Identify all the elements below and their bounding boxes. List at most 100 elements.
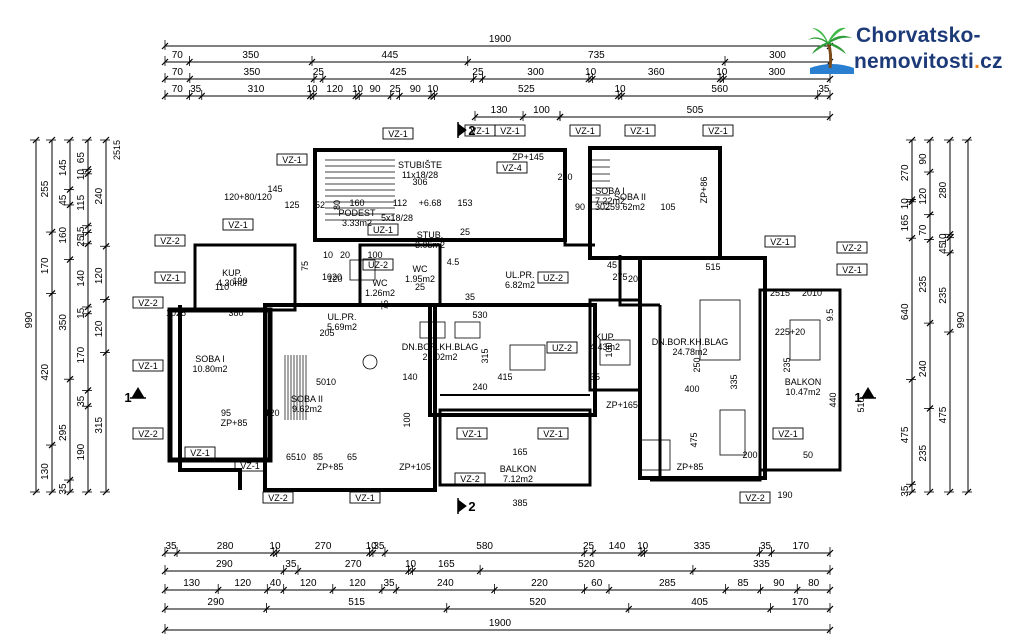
dimension-label: 510 xyxy=(856,397,866,412)
inner-dimension-label: 20 xyxy=(340,250,350,260)
dimension-label: 295 xyxy=(58,424,69,441)
inner-dimension-label: 515 xyxy=(705,262,720,272)
inner-dimension-label: 250 xyxy=(692,357,702,372)
window-tag-box xyxy=(546,341,578,354)
inner-dimension-label: 2010 xyxy=(802,288,822,298)
dimension-label: 290 xyxy=(216,559,233,570)
inner-dimension-label: 190 xyxy=(232,276,247,286)
inner-dimension-label: 225+20 xyxy=(775,327,805,337)
window-tag-box xyxy=(362,258,394,271)
inner-dimension-label: 335 xyxy=(729,374,739,389)
window-tag-box xyxy=(764,235,796,248)
dimension-label: 70 xyxy=(918,224,929,236)
dimension-label: 240 xyxy=(94,187,105,204)
brand-name-line1: Chorvatsko- xyxy=(856,24,981,47)
room-area: 6.82m2 xyxy=(505,280,535,290)
inner-dimension-label: 315 xyxy=(480,348,490,363)
dimension-label: 130 xyxy=(40,463,51,480)
dimension-label: 45 xyxy=(58,194,69,206)
room-name: KUP. xyxy=(595,332,615,342)
door-tag-label: ZP+85 xyxy=(221,418,248,428)
inner-dimension-label: 85 xyxy=(313,452,323,462)
inner-dimension-label: 75 xyxy=(380,300,390,310)
window-tag-label: VZ-1 xyxy=(228,220,248,230)
door-tag-label: ZP+105 xyxy=(399,462,431,472)
dimension-label: 120 xyxy=(94,267,105,284)
inner-dimension-label: 145 xyxy=(267,184,282,194)
room-area: 9.62m2 xyxy=(615,202,645,212)
inner-dimension-label: 190 xyxy=(777,490,792,500)
inner-dimension-label: 153 xyxy=(457,198,472,208)
window-tag-label: VZ-4 xyxy=(502,163,522,173)
inner-dimension-label: 306 xyxy=(412,177,427,187)
window-tag-box xyxy=(624,124,656,137)
inner-dimension-label: 100 xyxy=(402,412,412,427)
inner-dimension-label: 6510 xyxy=(286,452,306,462)
window-tag-box xyxy=(276,153,308,166)
dimension-label: 85 xyxy=(737,578,749,589)
dimension-label: 190 xyxy=(76,443,87,460)
dimension-total-left: 990 xyxy=(24,311,35,328)
window-tag-label: UZ-2 xyxy=(543,273,563,283)
room-area: 7.22m2 xyxy=(595,196,625,206)
dimension-label: 10 xyxy=(637,541,649,552)
dimension-label: 335 xyxy=(694,541,711,552)
inner-dimension-label: 120+80/120 xyxy=(224,192,272,202)
wall-outline xyxy=(438,408,592,487)
bathtub xyxy=(349,259,376,281)
dimension-label: 235 xyxy=(918,276,929,293)
window-tag-label: VZ-1 xyxy=(190,448,210,458)
dimension-label: 475 xyxy=(900,426,911,443)
dimension-label: 10 xyxy=(716,67,728,78)
inner-dimension-label: 35 xyxy=(465,292,475,302)
dimension-label: 115 xyxy=(76,194,87,210)
dimension-label: 35 xyxy=(165,541,177,552)
dimension-label: 280 xyxy=(938,181,949,198)
window-tag-label: VZ-2 xyxy=(460,474,480,484)
dimension-label: 255 xyxy=(40,180,51,197)
dimension-label: 405 xyxy=(691,597,708,608)
brand-name-main: nemovitosti xyxy=(854,50,975,73)
room-name: SOBA II xyxy=(614,192,646,202)
window-tag-label: UZ-1 xyxy=(373,225,393,235)
dimension-label: 580 xyxy=(476,541,493,552)
room-name: PODEST xyxy=(338,208,376,218)
window-tag-label: UZ-2 xyxy=(368,260,388,270)
window-tag-box xyxy=(494,124,526,137)
window-tag-label: VZ-1 xyxy=(630,126,650,136)
dimension-label: 520 xyxy=(529,597,546,608)
dimension-label: 60 xyxy=(591,578,603,589)
dimension-label: 120 xyxy=(300,578,317,589)
dimension-label: 65 xyxy=(76,152,87,164)
toilet xyxy=(362,354,378,370)
section-arrow-icon xyxy=(861,387,875,399)
room-area: 10.47m2 xyxy=(785,387,820,397)
dimension-label: 120 xyxy=(326,84,343,95)
section-mark-label: 1 xyxy=(124,390,131,405)
inner-dimension-label: 100 xyxy=(367,250,382,260)
dimension-label: 270 xyxy=(900,164,911,181)
window-tag-box xyxy=(537,427,569,440)
door-tag-label: ZP+165 xyxy=(606,400,638,410)
dimension-label: 300 xyxy=(768,67,785,78)
brand-dot: . xyxy=(974,50,981,73)
inner-dimension-label: 200 xyxy=(742,450,757,460)
room-area: 22.02m2 xyxy=(422,352,457,362)
inner-dimension-label: 1020 xyxy=(322,272,342,282)
dimension-label: 35 xyxy=(373,541,385,552)
wall-outline xyxy=(263,303,437,492)
dimension-label: 10 xyxy=(614,84,626,95)
dimension-label: 240 xyxy=(437,578,454,589)
room-area: 9.62m2 xyxy=(292,404,322,414)
dimension-label: 315 xyxy=(94,416,105,433)
dimension-label: 235 xyxy=(938,287,949,304)
dimension-label: 145 xyxy=(58,159,69,176)
dimension-label: 35 xyxy=(58,483,69,495)
room-area: 1.26m2 xyxy=(365,288,395,298)
window-tag-label: UZ-2 xyxy=(552,343,572,353)
dimension-label: 40 xyxy=(270,578,282,589)
window-tag-box xyxy=(456,427,488,440)
dining-table xyxy=(509,344,546,371)
window-tag-box xyxy=(702,124,734,137)
